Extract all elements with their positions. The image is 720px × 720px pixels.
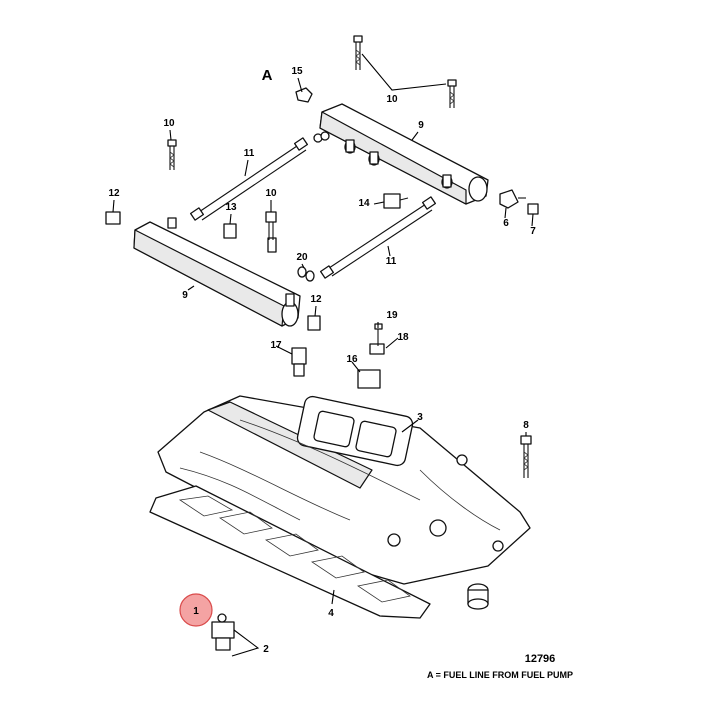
bracket-18: [369, 343, 385, 355]
fitting-12-left: [105, 211, 121, 225]
highlight-circle: [179, 593, 213, 627]
fuel-rail-left: [133, 217, 301, 327]
sensor-16: [357, 369, 381, 389]
callout-20: 20: [296, 252, 308, 263]
bolt-10-right: [447, 79, 457, 108]
bolt-10-left: [167, 139, 177, 170]
callout-14: 14: [358, 198, 370, 209]
callout-9-right: 9: [418, 120, 424, 131]
callout-labels: 1 2 3 4 6 7 8 9 9 10 10 10 11 11 12 12 1…: [108, 66, 573, 680]
figure-code: 12796: [525, 653, 556, 665]
callout-12-right: 12: [310, 294, 322, 305]
callout-13: 13: [225, 202, 237, 213]
bolt-10-middle: [265, 211, 277, 240]
fitting-15: [295, 87, 313, 103]
view-letter-a: A: [262, 67, 273, 84]
callout-16: 16: [346, 354, 358, 365]
plug-bottom-right: [467, 583, 489, 610]
intake-manifold: [157, 395, 531, 585]
stud-8: [520, 435, 532, 478]
fuel-rail-right: [313, 103, 489, 205]
callout-7: 7: [530, 226, 536, 237]
sensor-item-1: [211, 613, 235, 651]
callout-3: 3: [417, 412, 423, 423]
fitting-12-right: [307, 315, 321, 331]
legend-caption: A = FUEL LINE FROM FUEL PUMP: [427, 670, 573, 680]
crossover-tube-upper: [189, 137, 309, 221]
callout-19: 19: [386, 310, 398, 321]
callout-6: 6: [503, 218, 509, 229]
callout-17: 17: [270, 340, 282, 351]
leader-lines: [112, 53, 534, 657]
callout-4: 4: [328, 608, 334, 619]
bolt-10-top: [353, 35, 363, 70]
cap-7: [527, 203, 539, 215]
callout-10-top: 10: [386, 94, 398, 105]
crossover-tube-lower: [319, 196, 437, 279]
fitting-13: [223, 223, 237, 239]
callout-10-left: 10: [163, 118, 175, 129]
callout-11-lower: 11: [386, 256, 397, 267]
callout-10-middle: 10: [265, 188, 277, 199]
sensor-17: [291, 347, 307, 377]
callout-12-left: 12: [108, 188, 120, 199]
fitting-6: [499, 189, 526, 209]
callout-2: 2: [263, 644, 269, 655]
callout-8: 8: [523, 420, 529, 431]
oring-20: [297, 266, 315, 282]
callout-9-left: 9: [182, 290, 188, 301]
callout-18: 18: [397, 332, 409, 343]
callout-1: 1: [193, 606, 199, 617]
callout-11-upper: 11: [244, 148, 255, 159]
intake-gasket: [149, 485, 431, 619]
callout-15: 15: [291, 66, 303, 77]
sensor-14: [383, 193, 409, 209]
